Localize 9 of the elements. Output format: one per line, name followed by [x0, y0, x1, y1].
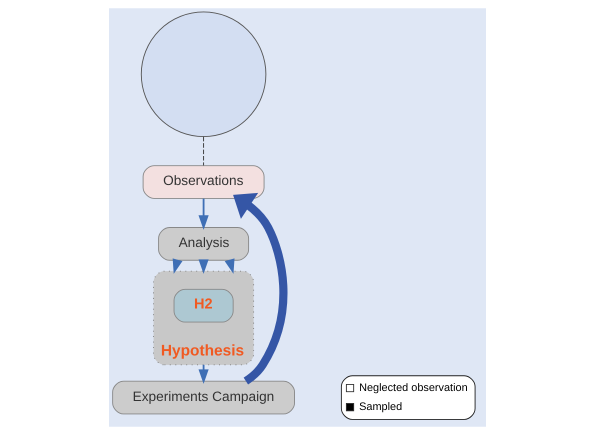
legend-label: Neglected observation	[359, 382, 468, 394]
legend-label: Sampled	[359, 400, 402, 413]
node-box: Observations	[142, 165, 265, 199]
node-box: H2	[174, 288, 234, 323]
node-circle	[140, 12, 266, 137]
node-box: Experiments Campaign	[112, 380, 295, 414]
arrow	[198, 198, 209, 230]
arrow	[198, 364, 209, 384]
connector	[203, 136, 204, 166]
